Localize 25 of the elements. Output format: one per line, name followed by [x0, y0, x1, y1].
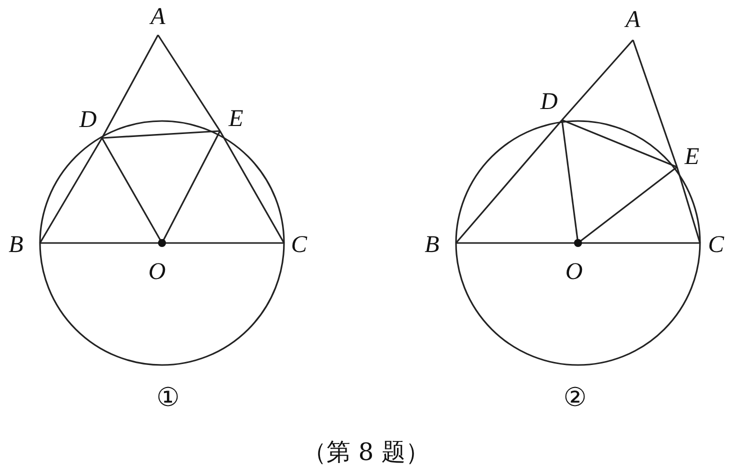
line-segment — [39, 138, 103, 244]
line-segment — [101, 34, 159, 138]
line-segment — [561, 39, 634, 121]
point-label: B — [424, 233, 440, 257]
line-segment — [455, 119, 563, 244]
line-segment — [219, 130, 285, 244]
point-label: B — [8, 233, 24, 257]
point-label: E — [684, 145, 700, 169]
point-label: O — [148, 260, 166, 284]
figure-number: ② — [563, 384, 587, 412]
line-segment — [632, 40, 678, 168]
line-segment — [562, 119, 678, 168]
point-label: A — [626, 8, 640, 32]
point-label: E — [228, 107, 244, 131]
point-label: D — [79, 108, 97, 132]
line-segment — [676, 166, 701, 244]
point-label: C — [291, 233, 307, 257]
line-segment — [157, 34, 221, 132]
point-label: C — [708, 233, 724, 257]
line-segment — [102, 130, 220, 139]
figure-number: ① — [156, 384, 180, 412]
caption: （第 8 题） — [302, 438, 430, 466]
point-label: A — [150, 5, 166, 29]
point-label: O — [565, 260, 583, 284]
point-label: D — [540, 90, 558, 114]
